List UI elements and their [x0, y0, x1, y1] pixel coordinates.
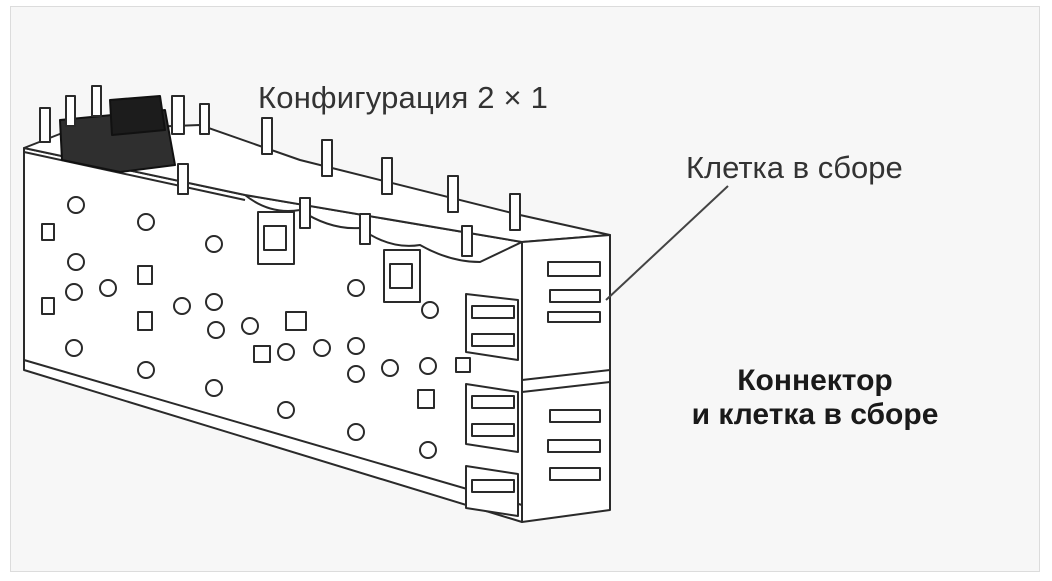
vent-holes: [65, 196, 439, 459]
connector-title-line2: и клетка в сборе: [691, 398, 939, 431]
press-fit-pins: [39, 85, 521, 257]
cage-leader-line: [605, 185, 729, 301]
square-cutouts: [41, 223, 471, 409]
configuration-label: Конфигурация 2 × 1: [258, 80, 549, 115]
cage-tabs: [257, 211, 421, 303]
connector-title-line1: Коннектор: [737, 364, 893, 397]
cage-assembly-label: Клетка в сборе: [686, 150, 903, 185]
connector-pin-block: [59, 95, 176, 173]
port-openings: [465, 234, 611, 523]
connector-title: Коннектор и клетка в сборе: [640, 364, 990, 432]
